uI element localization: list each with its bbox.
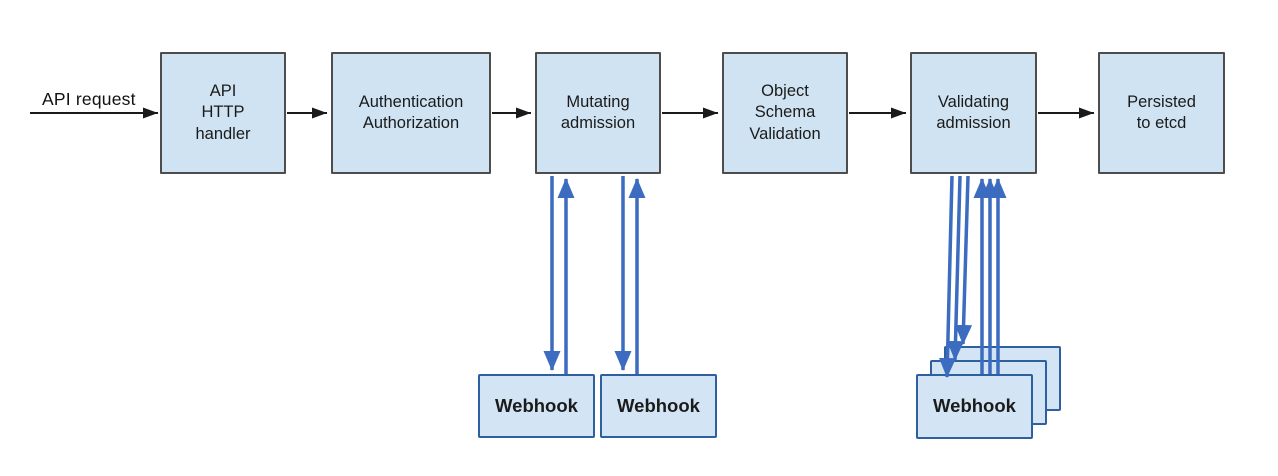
- box-api-http-handler: API HTTP handler: [160, 52, 286, 174]
- validating-webhook-call-arrow-2: [947, 175, 965, 361]
- box-mutating-webhook-1: Webhook: [478, 374, 595, 438]
- box-mutating-webhook-2: Webhook: [600, 374, 717, 438]
- box-validating-admission: Validating admission: [910, 52, 1037, 174]
- box-mutating-admission: Mutating admission: [535, 52, 661, 174]
- box-persisted-to-etcd: Persisted to etcd: [1098, 52, 1225, 174]
- api-request-label: API request: [42, 89, 136, 109]
- validating-webhook-call-arrow-1: [955, 175, 973, 345]
- box-object-schema-validation: Object Schema Validation: [722, 52, 848, 174]
- box-authentication-authorization: Authentication Authorization: [331, 52, 491, 174]
- box-validating-webhook-stack-front: Webhook: [916, 374, 1033, 439]
